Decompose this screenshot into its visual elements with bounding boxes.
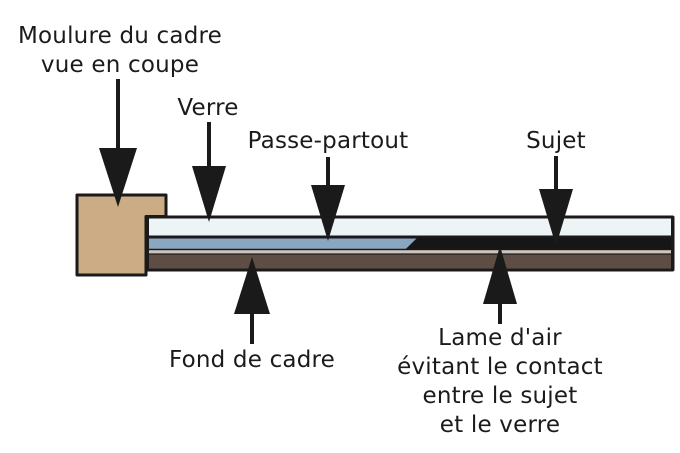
lame-air-arrow-head	[483, 246, 517, 304]
fond-arrow-head	[234, 257, 270, 314]
label-verre: Verre	[177, 95, 239, 121]
frame-moulding	[75, 193, 168, 277]
air-gap	[406, 238, 671, 250]
label-lame-air-line1: Lame d'air	[438, 325, 562, 351]
layer-stack	[145, 215, 675, 272]
verre-arrow-head	[192, 166, 226, 222]
label-lame-air-line2: évitant le contact	[397, 354, 603, 380]
fond-arrow-shaft	[250, 313, 254, 344]
label-passe-partout: Passe-partout	[247, 128, 409, 154]
label-moulure-line1: Moulure du cadre	[17, 23, 223, 49]
sujet-arrow-shaft	[554, 156, 558, 191]
moulure-arrow	[99, 79, 137, 207]
moulure-arrow-shaft	[116, 79, 120, 150]
passe-partout-layer	[149, 238, 417, 249]
fond-arrow	[234, 257, 270, 344]
lame-air-arrow	[483, 246, 517, 324]
moulure-arrow-head	[99, 148, 137, 207]
passe-partout-arrow-shaft	[326, 157, 330, 187]
verre-arrow	[192, 122, 226, 222]
sujet-arrow-head	[539, 189, 573, 246]
subject-layer	[149, 250, 671, 254]
glass-layer	[149, 218, 671, 236]
label-moulure-line2: vue en coupe	[40, 52, 200, 78]
label-sujet: Sujet	[526, 128, 586, 154]
label-fond: Fond de cadre	[168, 347, 336, 373]
verre-arrow-shaft	[207, 122, 211, 168]
label-lame-air-line3: entre le sujet	[422, 383, 578, 409]
label-lame-air-line4: et le verre	[439, 412, 561, 438]
lame-air-arrow-shaft	[498, 303, 502, 324]
passe-partout-arrow-head	[311, 185, 345, 241]
label-lame-air: Lame d'air évitant le contact entre le s…	[397, 324, 603, 440]
label-moulure: Moulure du cadre vue en coupe	[18, 22, 222, 80]
passe-partout-arrow	[311, 157, 345, 241]
sujet-arrow	[539, 156, 573, 246]
backing-layer	[149, 254, 671, 269]
